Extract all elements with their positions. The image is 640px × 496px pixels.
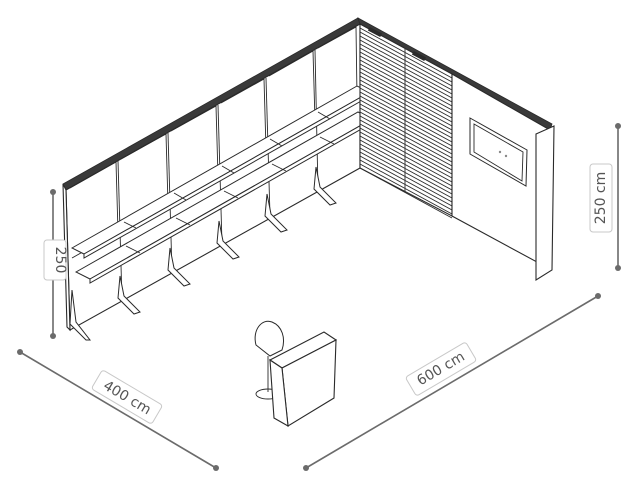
dimension-label-height-left: 250 xyxy=(52,247,68,274)
wall-slat xyxy=(359,163,453,215)
wall-slat xyxy=(359,91,453,143)
wall-slat xyxy=(359,139,453,191)
wall-slat xyxy=(359,55,453,107)
wall-slat xyxy=(359,131,453,183)
wall-slat xyxy=(359,87,453,139)
shelf-divisions xyxy=(123,111,335,254)
wall-slat xyxy=(359,59,453,111)
left-wall xyxy=(62,17,374,341)
wall-slat xyxy=(359,135,453,187)
wall-slat xyxy=(359,75,453,127)
wall-slat xyxy=(359,143,453,195)
wall-slat xyxy=(359,27,453,79)
wall-slat xyxy=(359,43,453,95)
wall-slat xyxy=(359,47,453,99)
dimension-label-height-right: 250 cm xyxy=(593,172,609,225)
wall-slat xyxy=(359,63,453,115)
stool xyxy=(254,320,285,400)
display-screen xyxy=(469,117,528,187)
dimension-height-left: 250 xyxy=(43,189,68,339)
wall-slat xyxy=(359,83,453,135)
wall-slat xyxy=(359,67,453,119)
wall-slat xyxy=(359,147,453,199)
wall-slat xyxy=(359,99,453,151)
spotlight-icons xyxy=(367,26,427,62)
wall-slat xyxy=(359,31,453,83)
wall-slat xyxy=(359,51,453,103)
dimension-depth: 400 cm xyxy=(17,349,219,471)
wall-slat xyxy=(359,95,453,147)
shelf-brackets xyxy=(69,166,337,341)
wall-slat xyxy=(359,155,453,207)
dimension-height-right: 250 cm xyxy=(589,123,621,271)
wall-slat xyxy=(359,119,453,171)
dimension-width: 600 cm xyxy=(303,293,601,471)
wall-slat xyxy=(359,167,453,219)
right-wall xyxy=(357,17,555,281)
reception-counter xyxy=(268,331,338,428)
wall-slat xyxy=(359,107,453,159)
wall-slat xyxy=(359,103,453,155)
slatted-panel xyxy=(359,27,453,219)
wall-slat xyxy=(359,35,453,87)
wall-slat xyxy=(359,71,453,123)
wall-slat xyxy=(359,79,453,131)
wall-slat xyxy=(359,115,453,167)
wall-slat xyxy=(359,111,453,163)
wall-slat xyxy=(359,159,453,211)
wall-slat xyxy=(359,151,453,203)
wall-slat xyxy=(359,127,453,179)
wall-slat xyxy=(359,123,453,175)
wall-slat xyxy=(359,39,453,91)
